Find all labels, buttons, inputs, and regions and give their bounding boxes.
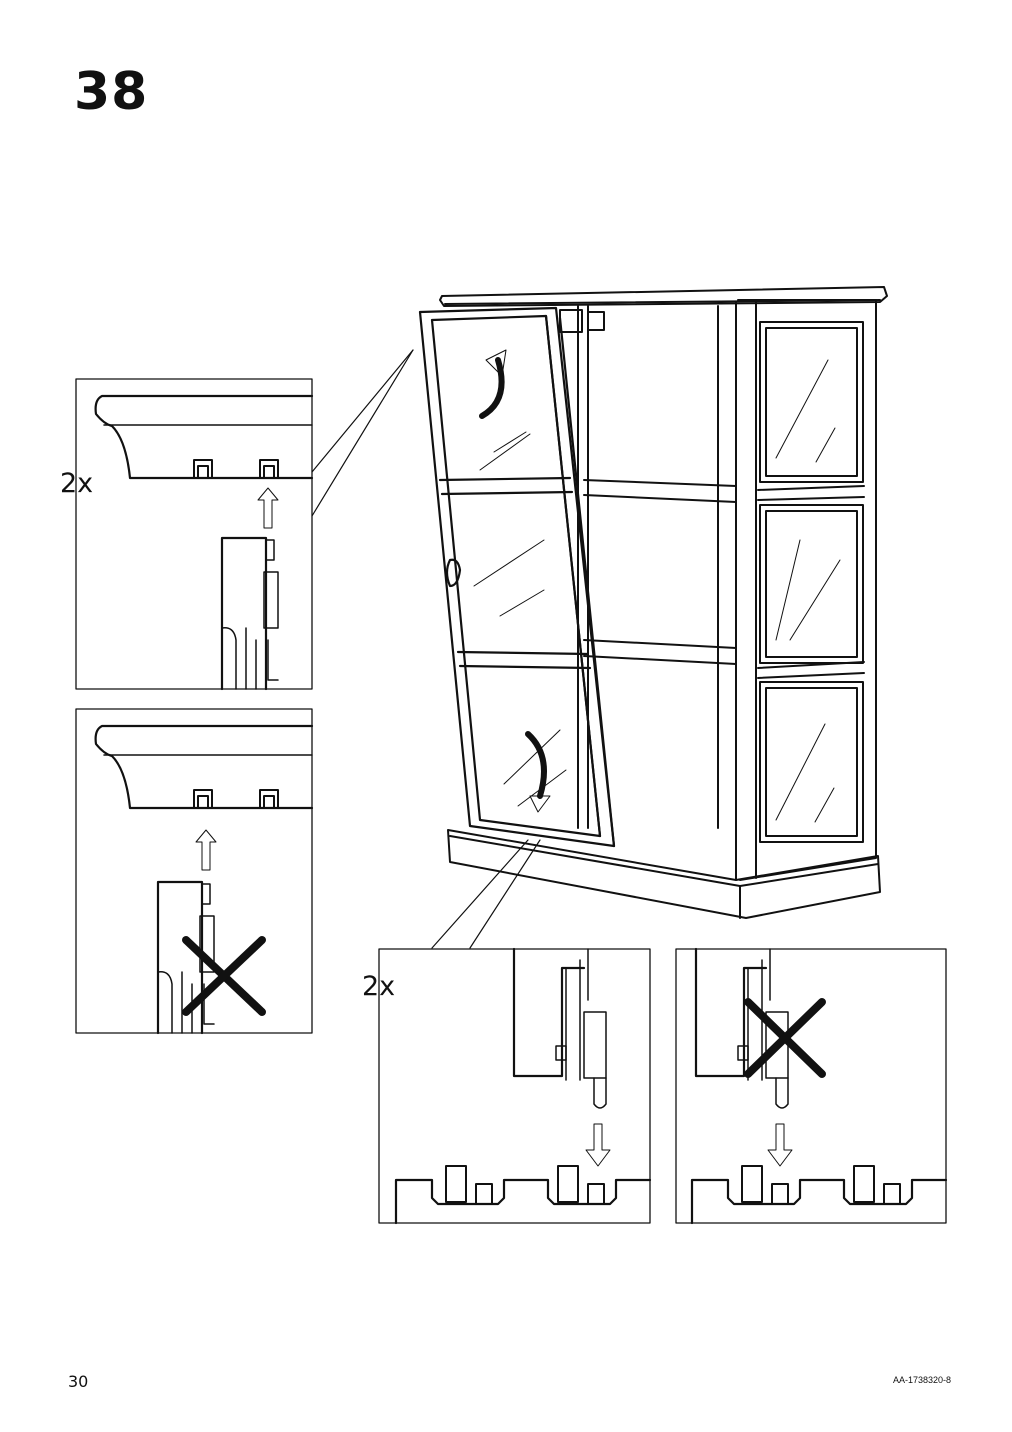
callout-lines — [311, 349, 541, 949]
detail-panel-top-wrong — [75, 708, 314, 1035]
glass-door — [418, 306, 616, 848]
detail-panel-top-correct — [75, 378, 314, 691]
arrow-down-icon — [767, 1123, 793, 1167]
arrow-up-icon — [195, 829, 217, 871]
curved-arrow-icon — [479, 349, 551, 813]
cross-icon — [744, 998, 826, 1078]
detail-panel-bottom-correct — [378, 947, 652, 1225]
arrow-down-icon — [585, 1123, 611, 1167]
page-number: 30 — [68, 1372, 89, 1391]
arrow-up-icon — [257, 487, 279, 529]
cross-icon — [182, 936, 266, 1016]
detail-panel-bottom-wrong — [675, 947, 948, 1225]
cabinet-illustration — [439, 286, 888, 919]
step-number: 38 — [74, 62, 149, 122]
document-code: AA-1738320-8 — [893, 1375, 952, 1385]
